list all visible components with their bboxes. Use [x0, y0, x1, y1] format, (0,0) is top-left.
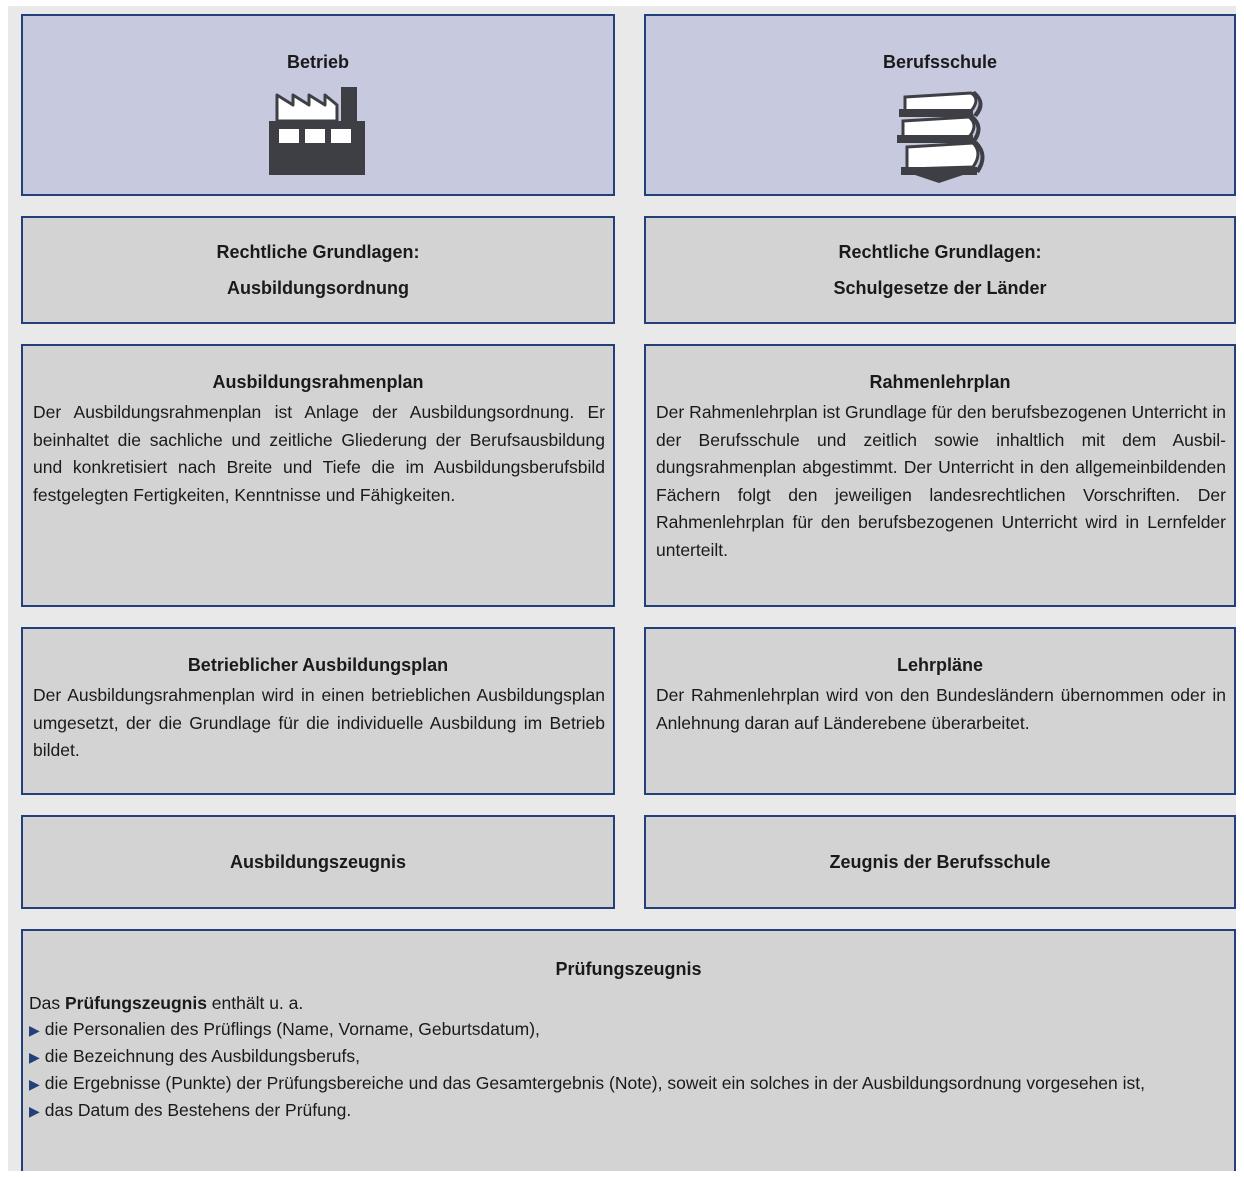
- books-icon: [897, 91, 985, 183]
- berufsschule-legal-box: Rechtliche Grundlagen: Schulgesetze der …: [644, 216, 1236, 324]
- ausbildungszeugnis-box: Ausbildungszeugnis: [21, 815, 615, 909]
- pruefungszeugnis-title: Prüfungszeugnis: [555, 959, 702, 979]
- rahmenlehrplan-title: Rahmenlehrplan: [869, 372, 1011, 392]
- legal-value: Ausbildungsordnung: [227, 278, 409, 298]
- berufsschule-zeugnis-label: Zeugnis der Berufsschule: [829, 851, 1051, 872]
- list-item: ▶die Ergebnisse (Punkte) der Prüfungsber…: [29, 1070, 1234, 1097]
- ausbildungszeugnis-label: Ausbildungszeugnis: [229, 851, 406, 872]
- rahmenlehrplan-box: Rahmenlehrplan Der Rahmenlehrplan ist Gr…: [644, 344, 1236, 607]
- berufsschule-title: Berufsschule: [882, 52, 998, 72]
- triangle-bullet-icon: ▶: [29, 1049, 40, 1065]
- lehrplaene-box: Lehrpläne Der Rahmenlehrplan wird von de…: [644, 627, 1236, 795]
- betrieblicher-ausbildungsplan-text: Der Ausbildungsrahmenplan wird in einen …: [33, 685, 605, 760]
- list-item-text: das Datum des Bestehens der Prüfung.: [44, 1100, 352, 1120]
- list-item: ▶die Bezeichnung des Ausbildungsberufs,: [29, 1043, 1234, 1070]
- factory-icon: [269, 87, 365, 175]
- legal-value: Schulgesetze der Länder: [833, 278, 1047, 298]
- intro-prefix: Das: [29, 993, 65, 1013]
- list-item-text: die Bezeichnung des Ausbildungsberufs,: [44, 1046, 361, 1066]
- diagram-canvas: Betrieb Berufsschule Rechtliche Grundlag…: [8, 6, 1236, 1171]
- lehrplaene-text: Der Rahmenlehrplan wird von den Bundeslä…: [656, 685, 1226, 733]
- triangle-bullet-icon: ▶: [29, 1103, 40, 1119]
- legal-heading: Rechtliche Grundlagen:: [216, 242, 420, 262]
- betrieb-header-box: Betrieb: [21, 14, 615, 196]
- legal-heading: Rechtliche Grundlagen:: [838, 242, 1042, 262]
- rahmenlehrplan-text: Der Rahmenlehrplan ist Grundlage für den…: [656, 402, 1226, 560]
- list-item-text: die Ergebnisse (Punkte) der Prüfungsbere…: [44, 1073, 1145, 1093]
- triangle-bullet-icon: ▶: [29, 1022, 40, 1038]
- pruefungszeugnis-list: ▶die Personalien des Prüflings (Name, Vo…: [29, 1016, 1234, 1124]
- betrieb-legal-box: Rechtliche Grundlagen: Ausbildungsordnun…: [21, 216, 615, 324]
- berufsschule-header-box: Berufsschule: [644, 14, 1236, 196]
- betrieb-title: Betrieb: [286, 52, 349, 72]
- betrieblicher-ausbildungsplan-title: Betrieblicher Ausbildungsplan: [187, 655, 449, 675]
- intro-suffix: enthält u. a.: [206, 993, 304, 1013]
- ausbildungsrahmenplan-title: Ausbildungsrahmenplan: [212, 372, 424, 392]
- lehrplaene-title: Lehrpläne: [896, 655, 984, 675]
- list-item: ▶die Personalien des Prüflings (Name, Vo…: [29, 1016, 1234, 1043]
- intro-bold: Prüfungszeugnis: [64, 993, 207, 1013]
- ausbildungsrahmenplan-box: Ausbildungsrahmenplan Der Ausbildungsrah…: [21, 344, 615, 607]
- pruefungszeugnis-intro: Das Prüfungszeugnis enthält u. a.: [29, 990, 1234, 1016]
- betrieblicher-ausbildungsplan-box: Betrieblicher Ausbildungsplan Der Ausbil…: [21, 627, 615, 795]
- list-item-text: die Personalien des Prüflings (Name, Vor…: [44, 1019, 540, 1039]
- triangle-bullet-icon: ▶: [29, 1076, 40, 1092]
- pruefungszeugnis-box: Prüfungszeugnis Das Prüfungszeugnis enth…: [21, 929, 1236, 1171]
- berufsschule-zeugnis-box: Zeugnis der Berufsschule: [644, 815, 1236, 909]
- list-item: ▶das Datum des Bestehens der Prüfung.: [29, 1097, 1234, 1124]
- ausbildungsrahmenplan-text: Der Ausbildungsrahmenplan ist Anlage der…: [33, 402, 605, 505]
